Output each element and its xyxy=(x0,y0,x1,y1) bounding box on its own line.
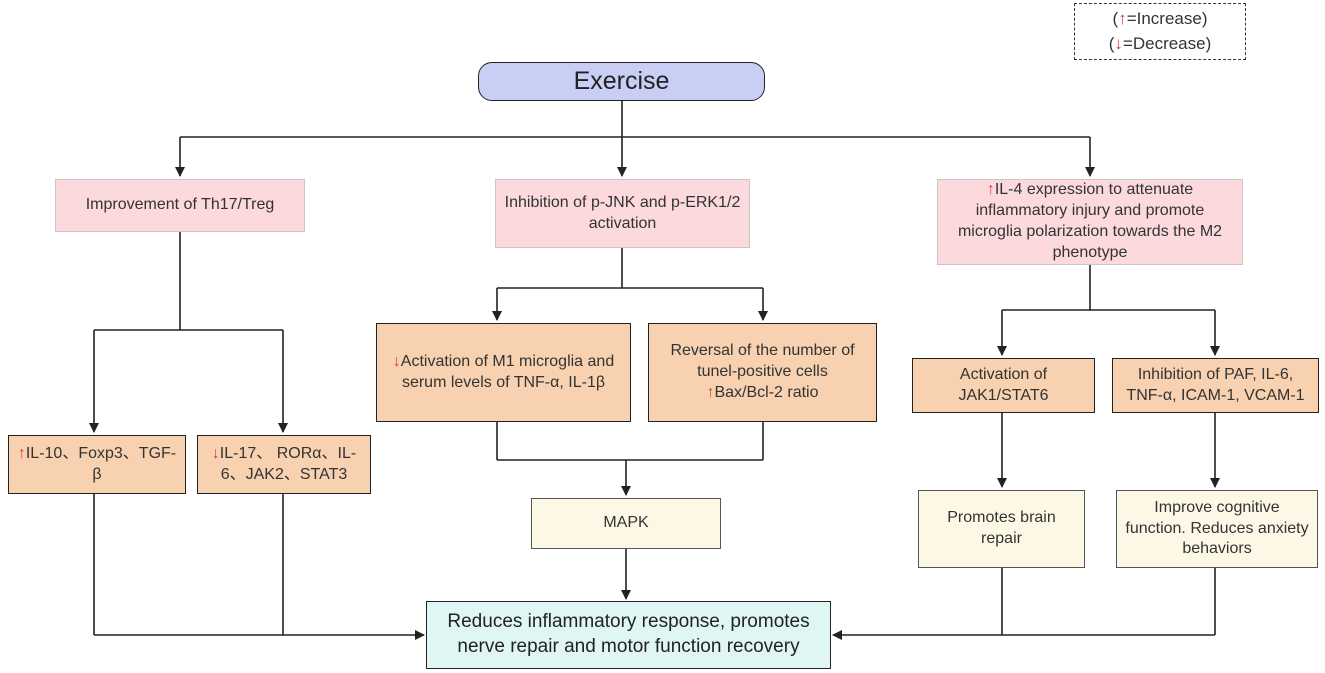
node-tunel: Reversal of the number of tunel-positive… xyxy=(648,323,877,422)
legend: (↑=Increase) (↓=Decrease) xyxy=(1074,3,1246,60)
increase-arrow-icon: ↑ xyxy=(986,181,995,199)
node-paf: Inhibition of PAF, IL-6, TNF-α, ICAM-1, … xyxy=(1112,358,1319,413)
node-jak1-stat6: Activation of JAK1/STAT6 xyxy=(912,358,1095,413)
increase-arrow-icon: ↑ xyxy=(706,383,715,401)
node-il10: ↑IL-10、Foxp3、TGF-β xyxy=(8,435,186,494)
node-exercise: Exercise xyxy=(478,62,765,101)
decrease-arrow-icon: ↓ xyxy=(1114,33,1123,53)
node-il4: ↑IL-4 expression to attenuate inflammato… xyxy=(937,179,1243,265)
node-m1-microglia: ↓Activation of M1 microglia and serum le… xyxy=(376,323,631,422)
increase-arrow-icon: ↑ xyxy=(17,444,26,462)
legend-decrease: (↓=Decrease) xyxy=(1108,33,1212,53)
node-mapk: MAPK xyxy=(531,498,721,549)
node-cognitive: Improve cognitive function. Reduces anxi… xyxy=(1116,490,1318,568)
node-brain-repair: Promotes brain repair xyxy=(918,490,1085,568)
decrease-arrow-icon: ↓ xyxy=(211,444,220,462)
node-outcome: Reduces inflammatory response, promotes … xyxy=(426,601,831,669)
node-th17-treg: Improvement of Th17/Treg xyxy=(55,179,305,232)
legend-increase: (↑=Increase) xyxy=(1112,8,1208,28)
increase-arrow-icon: ↑ xyxy=(1118,8,1127,28)
node-jnk-erk: Inhibition of p-JNK and p-ERK1/2 activat… xyxy=(495,179,750,248)
node-il17: ↓IL-17、 RORα、IL-6、JAK2、STAT3 xyxy=(197,435,371,494)
decrease-arrow-icon: ↓ xyxy=(392,352,401,370)
